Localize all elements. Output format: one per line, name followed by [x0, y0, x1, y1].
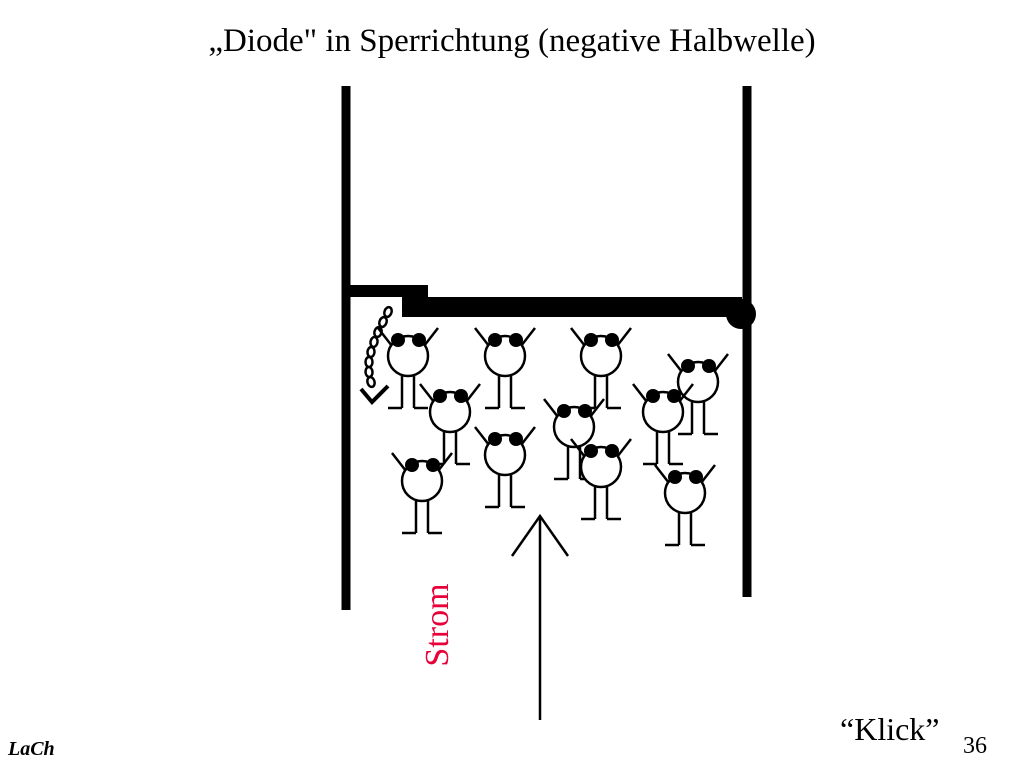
arrow-up-icon [510, 513, 570, 720]
electron-figure-icon [631, 382, 695, 466]
door-stop [346, 285, 428, 297]
electron-figure-icon [473, 425, 537, 509]
electron-figure-icon [569, 326, 633, 410]
electron-figure-icon [473, 326, 537, 410]
author-logo: LaCh [8, 738, 55, 760]
electron-figure-icon [390, 451, 454, 535]
electron-figure-icon [653, 463, 717, 547]
barrier-door [402, 297, 742, 317]
page-number: 36 [963, 733, 987, 759]
chain-hook-icon [359, 384, 390, 405]
click-label: “Klick” [840, 711, 940, 747]
slide-title: „Diode" in Sperrichtung (negative Halbwe… [208, 23, 816, 59]
chain-icon [364, 305, 393, 389]
electron-figure-icon [418, 382, 482, 466]
hinge-icon [726, 299, 756, 329]
current-label: Strom [419, 583, 456, 667]
